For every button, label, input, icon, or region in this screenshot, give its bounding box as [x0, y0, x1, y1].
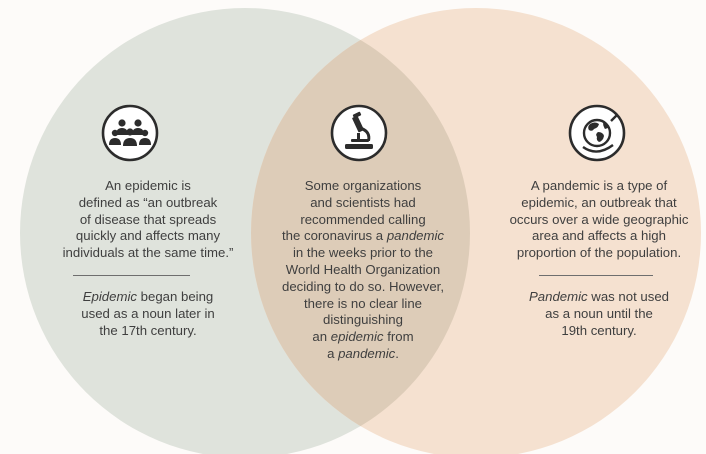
- epidemic-definition-line: defined as “an outbreak: [78, 194, 218, 210]
- epidemic-note-line: began being: [136, 289, 214, 304]
- epidemic-definition-line: of disease that spreads: [79, 211, 217, 227]
- overlap-line: recommended calling: [300, 211, 426, 227]
- overlap-line: and scientists had: [310, 194, 416, 210]
- pandemic-definition: A pandemic is a type of epidemic, an out…: [493, 178, 705, 262]
- pandemic-definition-line: area and affects a high: [532, 228, 666, 244]
- overlap-line: distinguishing: [323, 312, 403, 328]
- pandemic-note-line: as a noun until the: [545, 305, 653, 321]
- epidemic-note-line: the 17th century.: [99, 322, 197, 338]
- overlap-line: an epidemic from: [312, 329, 414, 345]
- overlap-line: there is no clear line: [303, 295, 423, 311]
- epidemic-definition-line: individuals at the same time.”: [62, 245, 234, 261]
- epidemic-note-line: used as a noun later in: [81, 305, 215, 321]
- left-divider: [73, 275, 190, 276]
- pandemic-definition-line: epidemic, an outbreak that: [521, 194, 677, 210]
- overlap-line: deciding to do so. However,: [281, 278, 444, 294]
- overlap-line: Some organizations: [304, 178, 422, 193]
- pandemic-definition-line: occurs over a wide geographic: [509, 211, 689, 227]
- epidemic-definition: An epidemic is defined as “an outbreak o…: [48, 178, 248, 262]
- pandemic-term: Pandemic: [528, 289, 588, 304]
- right-divider: [539, 275, 653, 276]
- pandemic-note-line: was not used: [587, 289, 670, 304]
- overlap-text: Some organizations and scientists had re…: [258, 178, 468, 363]
- microscope-icon: [329, 103, 389, 163]
- pandemic-note-line: 19th century.: [561, 322, 637, 338]
- epidemic-term: Epidemic: [82, 289, 137, 304]
- epidemic-definition-line: An epidemic is: [105, 178, 191, 193]
- pandemic-definition-line: A pandemic is a type of: [530, 178, 668, 193]
- pandemic-history-note: Pandemic was not used as a noun until th…: [493, 289, 705, 339]
- overlap-line: World Health Organization: [285, 261, 441, 277]
- pandemic-definition-line: proportion of the population.: [516, 245, 682, 261]
- epidemic-definition-line: quickly and affects many: [75, 228, 221, 244]
- overlap-line: a pandemic.: [327, 345, 399, 361]
- epidemic-history-note: Epidemic began being used as a noun late…: [48, 289, 248, 339]
- people-group-icon: [100, 103, 160, 163]
- globe-icon: [567, 103, 627, 163]
- overlap-line: the coronavirus a pandemic: [281, 228, 444, 244]
- overlap-line: in the weeks prior to the: [292, 245, 433, 261]
